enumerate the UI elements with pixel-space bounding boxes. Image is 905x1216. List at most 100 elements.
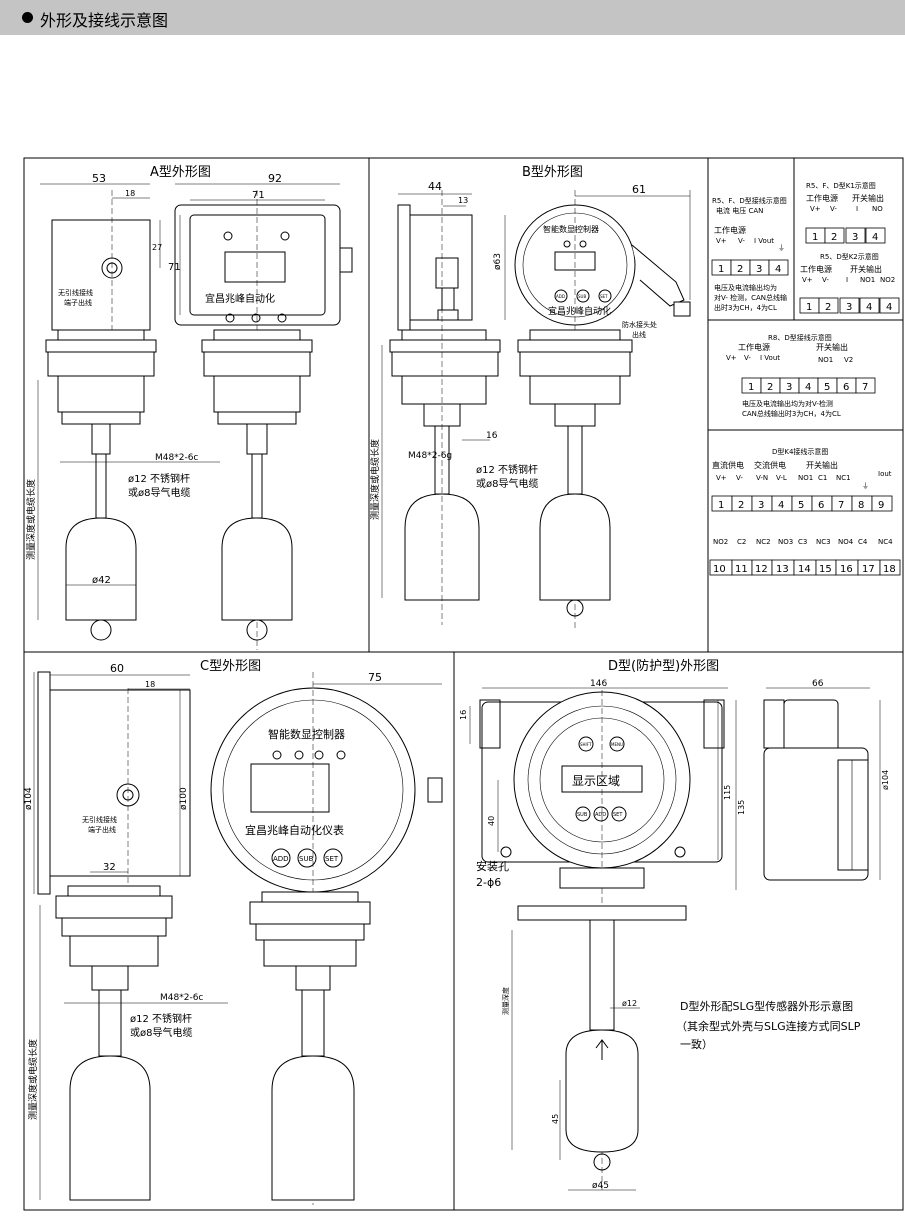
a-thread: M48*2-6c: [155, 453, 198, 463]
w4-num-4: 4: [805, 382, 811, 393]
d-dim-146: 146: [590, 679, 607, 689]
c-dim-104: ø104: [24, 787, 34, 810]
a-front-housing: [174, 204, 341, 326]
d-length-label: 测量深度: [501, 987, 510, 1015]
w2-num-2: 2: [831, 232, 837, 243]
w5-term2-8: C4: [858, 538, 868, 546]
b-dim-44: 44: [428, 180, 442, 193]
w4-note-1: 电压及电流输出均为对V-检测: [742, 399, 833, 408]
w4-switch: 开关输出: [816, 342, 848, 352]
w4-num-6: 6: [843, 382, 849, 393]
a-rod-1: ø12 不锈钢杆: [128, 472, 190, 485]
b-brand: 宜昌兆峰自动化: [548, 305, 611, 317]
w5-term-9: Iout: [878, 470, 892, 478]
w4-num-2: 2: [767, 382, 773, 393]
b-sub-button: SUB: [578, 294, 586, 299]
d-note-1: D型外形配SLG型传感器外形示意图: [680, 999, 853, 1013]
w5-num-9: 9: [878, 500, 884, 511]
w5-num2-3: 12: [755, 564, 768, 575]
b-dim-61: 61: [632, 183, 646, 196]
a-brand: 宜昌兆峰自动化: [205, 292, 275, 305]
w1-num-3: 3: [756, 264, 762, 275]
w2-num-3: 3: [852, 232, 858, 243]
a-dim-92: 92: [268, 172, 282, 185]
section-header-bar: 外形及接线示意图: [0, 0, 905, 35]
a-side-housing: [51, 219, 151, 331]
w3-switch: 开关输出: [850, 264, 882, 274]
w5-term2-4: NO3: [778, 538, 793, 546]
panel-c-title: C型外形图: [200, 659, 261, 674]
w3-title: R5、D型K2示意图: [820, 252, 879, 261]
w4-term-1: V+: [726, 354, 737, 362]
w4-term-4: NO1: [818, 356, 833, 364]
w4-power: 工作电源: [738, 342, 770, 352]
b-outlet-2: 出线: [632, 330, 646, 339]
w5-term-8: ⏚: [862, 482, 869, 490]
panel-c: C型外形图 无引线接线 端子出线 60 18 ø104 ø100 32 M48*…: [24, 659, 443, 1205]
w1-term-2: V-: [738, 237, 745, 245]
w3-power: 工作电源: [800, 264, 832, 274]
b-thread: M48*2-6g: [408, 451, 452, 461]
w1-note-3: 出时3为CH，4为CL: [714, 303, 777, 312]
w1-term-4: ⏚: [778, 244, 785, 252]
d-note-2: （其余型式外壳与SLG连接方式同SLP: [676, 1019, 861, 1033]
d-sub-button: SUB: [577, 812, 588, 818]
d-dim-12: ø12: [622, 999, 637, 1008]
d-dim-40: 40: [487, 816, 496, 826]
w2-term-4: NO: [872, 205, 883, 213]
w4-num-5: 5: [824, 382, 830, 393]
c-dim-75: 75: [368, 671, 382, 684]
c-add-button: ADD: [273, 855, 289, 863]
d-note-3: 一致）: [680, 1037, 713, 1051]
w1-power: 工作电源: [714, 225, 746, 235]
w5-num-8: 8: [858, 500, 864, 511]
d-display-label: 显示区域: [572, 774, 620, 788]
d-dim-16: 16: [459, 710, 468, 720]
w5-term-6: C1: [818, 474, 827, 482]
w2-term-3: I: [856, 205, 858, 213]
c-cable-note-1: 无引线接线: [82, 815, 117, 824]
w5-num2-4: 13: [776, 564, 789, 575]
w2-power: 工作电源: [806, 193, 838, 203]
w5-num2-9: 18: [883, 564, 896, 575]
w2-term-2: V-: [830, 205, 837, 213]
d-shift-button: SHIFT: [580, 742, 592, 747]
b-side-flange: [397, 204, 411, 331]
d-dim-45-diam: ø45: [592, 1181, 609, 1191]
w3-term-3: I: [846, 276, 848, 284]
w5-term-2: V-: [736, 474, 743, 482]
w1-note-2: 对V- 检测，CAN总线输: [714, 293, 787, 302]
w5-term-4: V-L: [776, 474, 787, 482]
w5-num-5: 5: [798, 500, 804, 511]
panel-a-title: A型外形图: [150, 165, 211, 180]
w4-note-2: CAN总线输出时3为CH，4为CL: [742, 409, 841, 418]
w2-title: R5、F、D型K1示意图: [806, 181, 876, 190]
w5-num-7: 7: [838, 500, 844, 511]
d-side-housing: [763, 747, 869, 881]
d-hole-label-2: 2-ϕ6: [476, 876, 501, 889]
d-dim-135: 135: [737, 800, 746, 815]
w3-term-5: NO2: [880, 276, 895, 284]
a-dim-71-side: 71: [168, 262, 181, 273]
panel-d-title: D型(防护型)外形图: [608, 658, 719, 674]
b-length-label: 测量深度或电缆长度: [369, 439, 381, 520]
c-cable-note-2: 端子出线: [88, 825, 116, 834]
c-dim-100: ø100: [179, 787, 189, 810]
w1-term-3: I Vout: [754, 237, 774, 245]
w1-sub: 电流 电压 CAN: [716, 206, 763, 215]
c-set-button: SET: [325, 855, 339, 863]
d-menu-button: MENU: [611, 742, 623, 747]
w5-num-2: 2: [738, 500, 744, 511]
w2-switch: 开关输出: [852, 193, 884, 203]
b-controller: 智能数显控制器: [543, 224, 599, 234]
w5-term2-1: NO2: [713, 538, 728, 546]
w5-term2-6: NC3: [816, 538, 831, 546]
w4-term-2: V-: [744, 354, 751, 362]
w3-num-2: 2: [825, 302, 831, 313]
w5-num2-8: 17: [862, 564, 875, 575]
d-dim-66: 66: [812, 679, 824, 689]
w3-num-1: 1: [806, 302, 812, 313]
w5-term2-9: NC4: [878, 538, 893, 546]
w5-switch: 开关输出: [806, 460, 838, 470]
w5-term-3: V-N: [756, 474, 768, 482]
